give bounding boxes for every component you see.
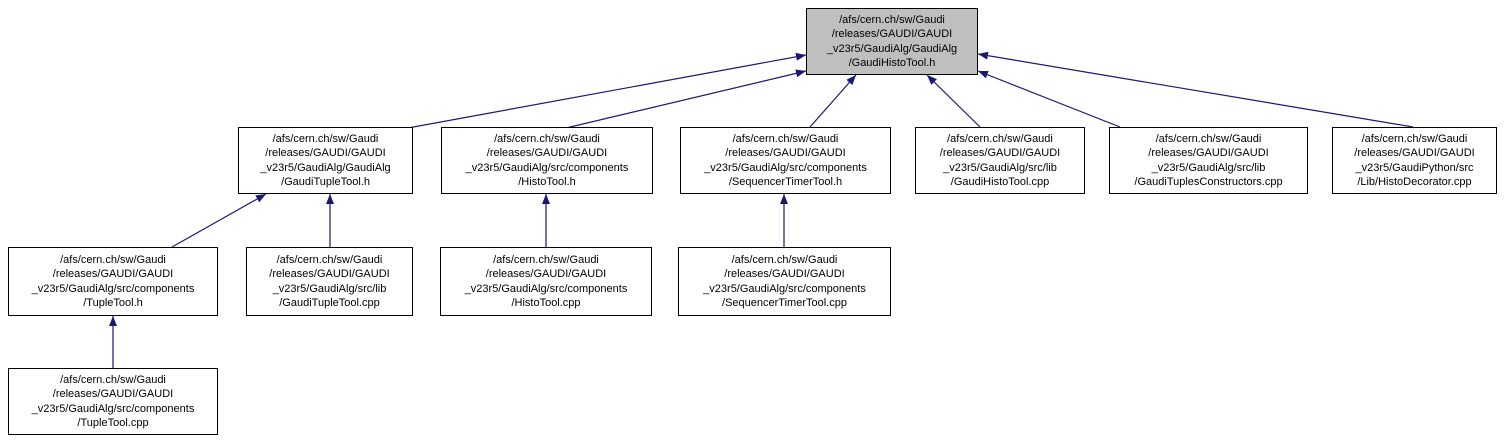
edge-gaudihistotool_cpp-includes-root_gaudihistotool_h xyxy=(926,74,981,128)
node-sequencertimertool-h[interactable]: /afs/cern.ch/sw/Gaudi /releases/GAUDI/GA… xyxy=(680,127,891,194)
edge-sequencertimertool_h-includes-root_gaudihistotool_h xyxy=(809,74,857,128)
node-gauditupletool-cpp[interactable]: /afs/cern.ch/sw/Gaudi /releases/GAUDI/GA… xyxy=(246,247,413,316)
node-sequencertimertool-cpp[interactable]: /afs/cern.ch/sw/Gaudi /releases/GAUDI/GA… xyxy=(678,247,891,316)
edge-gaudituplesconstructors_cpp-includes-root_gaudihistotool_h xyxy=(977,70,1121,128)
node-gaudihistotool-h[interactable]: /afs/cern.ch/sw/Gaudi /releases/GAUDI/GA… xyxy=(806,8,978,75)
edge-gauditupletool_h-includes-root_gaudihistotool_h xyxy=(407,52,807,129)
node-histotool-cpp[interactable]: /afs/cern.ch/sw/Gaudi /releases/GAUDI/GA… xyxy=(440,247,652,316)
node-tupletool-h[interactable]: /afs/cern.ch/sw/Gaudi /releases/GAUDI/GA… xyxy=(8,247,218,316)
node-histodecorator-cpp[interactable]: /afs/cern.ch/sw/Gaudi /releases/GAUDI/GA… xyxy=(1332,127,1497,194)
node-gaudituplesconstructors-cpp[interactable]: /afs/cern.ch/sw/Gaudi /releases/GAUDI/GA… xyxy=(1109,127,1308,194)
edge-histotool_h-includes-root_gaudihistotool_h xyxy=(565,69,807,129)
edge-tupletool_h-includes-gauditupletool_h xyxy=(171,193,267,248)
node-gauditupletool-h[interactable]: /afs/cern.ch/sw/Gaudi /releases/GAUDI/GA… xyxy=(238,127,413,194)
node-tupletool-cpp[interactable]: /afs/cern.ch/sw/Gaudi /releases/GAUDI/GA… xyxy=(8,368,218,435)
edge-histodecorator_cpp-includes-root_gaudihistotool_h xyxy=(977,51,1414,128)
node-gaudihistotool-cpp[interactable]: /afs/cern.ch/sw/Gaudi /releases/GAUDI/GA… xyxy=(915,127,1085,194)
node-histotool-h[interactable]: /afs/cern.ch/sw/Gaudi /releases/GAUDI/GA… xyxy=(441,127,653,194)
